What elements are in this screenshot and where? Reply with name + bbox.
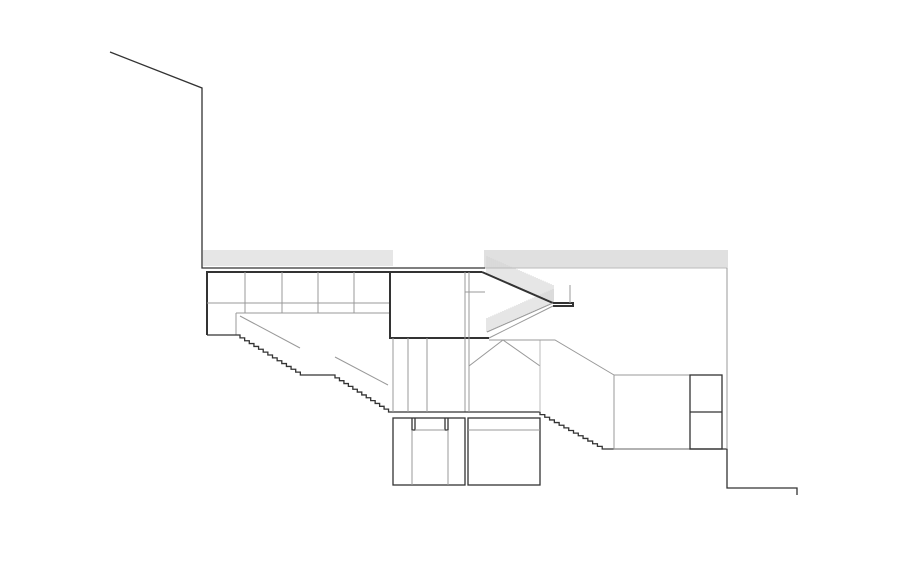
terrain-outline-left bbox=[109, 51, 485, 269]
handrails bbox=[239, 315, 389, 386]
lower-boxes bbox=[392, 417, 541, 486]
middle-level bbox=[392, 268, 728, 450]
left-hatch-railing bbox=[201, 250, 393, 266]
upper-stair bbox=[481, 271, 574, 339]
upper-gallery bbox=[206, 271, 489, 412]
stepped-floor bbox=[207, 334, 798, 495]
right-hatch-railing bbox=[484, 250, 728, 268]
